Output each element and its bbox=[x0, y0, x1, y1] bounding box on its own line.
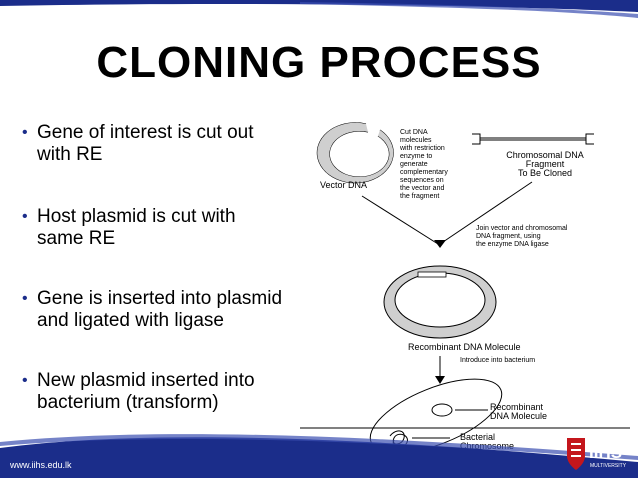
inner-recombinant-line: DNA Molecule bbox=[490, 411, 547, 421]
introduce-note: Introduce into bacterium bbox=[460, 357, 535, 364]
slide-title: CLONING PROCESS bbox=[96, 38, 542, 87]
fragment-label-line: To Be Cloned bbox=[518, 168, 572, 178]
bottom-decorative-band bbox=[0, 434, 638, 478]
bullet-dot-icon: • bbox=[22, 372, 28, 389]
bullet-item: • Gene is inserted into plasmid and liga… bbox=[22, 288, 322, 332]
cloning-diagram-svg: Vector DNA Cut DNA molecules with restri… bbox=[300, 122, 630, 454]
cut-note-line: the fragment bbox=[400, 193, 439, 200]
fragment-label: Chromosomal DNA Fragment To Be Cloned bbox=[506, 150, 584, 178]
cut-note-line: complementary bbox=[400, 169, 448, 176]
bullet-item: • New plasmid inserted into bacterium (t… bbox=[22, 370, 322, 414]
vector-dna-label: Vector DNA bbox=[320, 180, 367, 190]
logo-text: IIHS bbox=[589, 443, 622, 462]
footer-url: www.iihs.edu.lk bbox=[10, 460, 72, 470]
cut-note-line: with restriction bbox=[399, 145, 445, 152]
bullet-line: Gene of interest is cut out bbox=[37, 122, 254, 143]
top-decorative-band bbox=[0, 0, 638, 18]
bullet-dot-icon: • bbox=[22, 290, 28, 307]
bullet-line: Host plasmid is cut with bbox=[37, 206, 236, 227]
cloning-diagram: Vector DNA Cut DNA molecules with restri… bbox=[300, 118, 630, 458]
iihs-logo: IIHS MULTIVERSITY bbox=[567, 438, 627, 470]
bullet-dot-icon: • bbox=[22, 124, 28, 141]
inner-recombinant-label: Recombinant DNA Molecule bbox=[490, 402, 547, 421]
bullet-line: bacterium (transform) bbox=[37, 392, 219, 413]
bacterial-line: Bacterial bbox=[460, 432, 495, 442]
bullet-line: same RE bbox=[37, 228, 116, 249]
cut-note-line: sequences on bbox=[400, 177, 444, 184]
join-note-line: the enzyme DNA ligase bbox=[476, 241, 549, 248]
converge-line bbox=[361, 195, 439, 245]
cut-note-line: molecules bbox=[400, 137, 432, 144]
join-note: Join vector and chromosomal DNA fragment… bbox=[476, 225, 568, 248]
bullet-line: and ligated with ligase bbox=[37, 310, 224, 331]
fragment-label-line: Fragment bbox=[526, 159, 565, 169]
converge-line bbox=[439, 181, 533, 245]
fragment-label-line: Chromosomal DNA bbox=[506, 150, 584, 160]
cut-note-line: generate bbox=[400, 161, 428, 168]
cut-note-line: the vector and bbox=[400, 185, 444, 192]
bullet-line: New plasmid inserted into bbox=[37, 370, 255, 391]
vector-plasmid-icon bbox=[316, 122, 394, 184]
logo-subtext: MULTIVERSITY bbox=[590, 463, 627, 469]
arrow-down-icon bbox=[435, 376, 445, 384]
cut-note-line: Cut DNA bbox=[400, 129, 428, 136]
cut-note-line: enzyme to bbox=[400, 153, 432, 160]
arrow-down-icon bbox=[434, 240, 446, 248]
recombinant-label: Recombinant DNA Molecule bbox=[408, 342, 521, 352]
join-note-line: Join vector and chromosomal bbox=[476, 225, 568, 232]
recombinant-plasmid-icon bbox=[383, 265, 497, 339]
join-note-line: DNA fragment, using bbox=[476, 233, 541, 240]
chromosomal-fragment-icon bbox=[472, 133, 594, 145]
bullet-line: with RE bbox=[37, 144, 103, 165]
bullet-line: Gene is inserted into plasmid bbox=[37, 288, 283, 309]
cut-note: Cut DNA molecules with restriction enzym… bbox=[399, 129, 448, 200]
bullet-item: • Host plasmid is cut with same RE bbox=[22, 206, 322, 250]
bullet-dot-icon: • bbox=[22, 208, 28, 225]
bullet-item: • Gene of interest is cut out with RE bbox=[22, 122, 322, 166]
inner-recombinant-line: Recombinant bbox=[490, 402, 544, 412]
